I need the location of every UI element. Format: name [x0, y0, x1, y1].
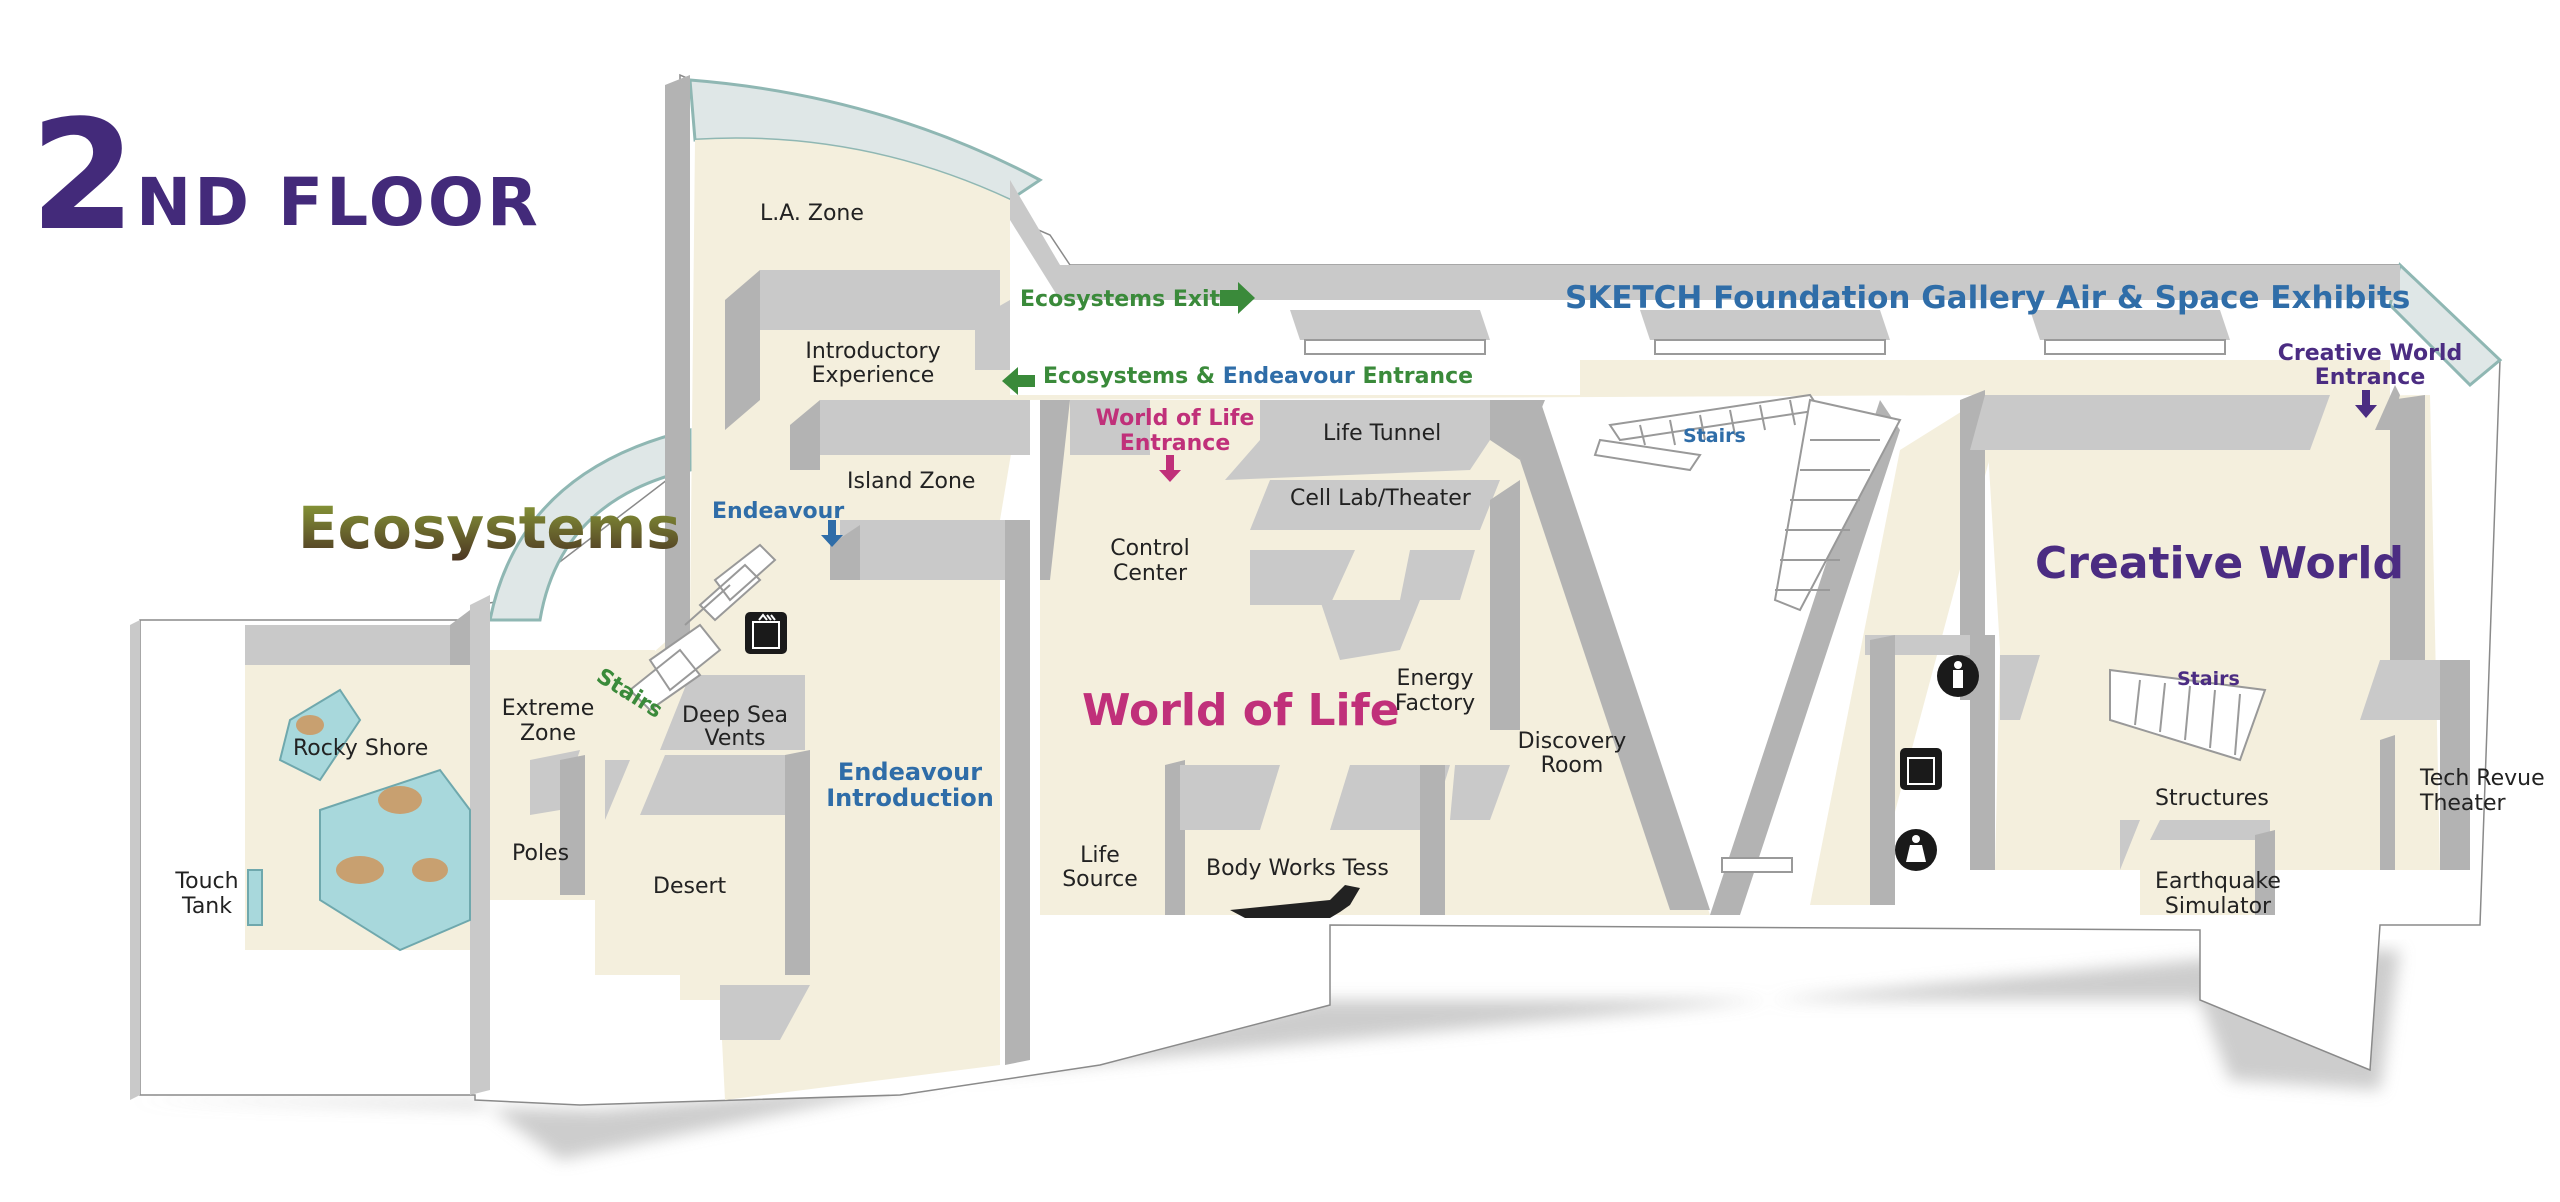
labels: L.A. Zone Introductory Experience Island… — [174, 201, 2544, 919]
control-center-line2: Center — [1113, 561, 1188, 586]
floor-title: 2 ND FLOOR — [30, 87, 541, 264]
ecosystems-exit-label: Ecosystems Exit — [1020, 287, 1221, 312]
deep-sea-line2: Vents — [705, 726, 766, 751]
world-of-life-label: World of Life — [1082, 685, 1400, 736]
island-zone-label: Island Zone — [847, 469, 975, 494]
floor-number: 2 — [30, 87, 136, 264]
endeavour-label: Endeavour — [712, 499, 844, 524]
entrance-part-c: Entrance — [1355, 364, 1473, 389]
stairs-purple-label: Stairs — [2177, 668, 2240, 690]
arrow-icon — [821, 282, 2377, 547]
la-zone-label: L.A. Zone — [760, 201, 864, 226]
desert-label: Desert — [653, 874, 727, 899]
deep-sea-line1: Deep Sea — [682, 703, 788, 728]
person-figure-icon — [1230, 885, 1360, 918]
endeavour-intro-line1: Endeavour — [838, 758, 982, 786]
floor-title-text: ND FLOOR — [136, 164, 541, 241]
cell-lab-label: Cell Lab/Theater — [1290, 486, 1472, 511]
energy-factory-line1: Energy — [1396, 666, 1473, 691]
eco-endeavour-entrance-label: Ecosystems & Endeavour Entrance — [1043, 364, 1473, 389]
rocky-shore-tank — [247, 688, 471, 952]
restroom-women-icon — [1895, 829, 1937, 871]
walls — [130, 75, 2470, 1100]
rocky-shore-label: Rocky Shore — [293, 736, 428, 761]
extreme-zone-line1: Extreme — [502, 696, 595, 721]
discovery-room-line1: Discovery — [1518, 729, 1627, 754]
tech-revue-line2: Theater — [2419, 791, 2507, 816]
earthquake-line1: Earthquake — [2155, 869, 2281, 894]
touch-tank-line2: Tank — [181, 894, 232, 919]
structures-label: Structures — [2155, 786, 2269, 811]
energy-factory-line2: Factory — [1395, 691, 1475, 716]
railings — [1304, 339, 2226, 873]
life-source-line2: Source — [1062, 867, 1138, 892]
cw-entrance-line2: Entrance — [2315, 365, 2426, 390]
sketch-gallery-label: SKETCH Foundation Gallery Air & Space Ex… — [1565, 280, 2410, 316]
touch-tank-line1: Touch — [174, 869, 238, 894]
intro-exp-line2: Experience — [812, 363, 935, 388]
intro-exp-line1: Introductory — [805, 339, 940, 364]
ecosystems-label: Ecosystems — [298, 494, 681, 562]
entrance-part-a: Ecosystems & — [1043, 364, 1223, 389]
elevator-icon — [745, 612, 787, 654]
wol-entrance-line1: World of Life — [1096, 406, 1255, 431]
life-tunnel-label: Life Tunnel — [1323, 421, 1441, 446]
stairs-blue-label: Stairs — [1683, 425, 1746, 447]
cw-entrance-line1: Creative World — [2278, 341, 2462, 366]
life-source-line1: Life — [1080, 843, 1120, 868]
tech-revue-line1: Tech Revue — [2419, 766, 2545, 791]
discovery-room-line2: Room — [1541, 753, 1604, 778]
building-shadow — [130, 950, 2400, 1160]
elevator-icon-2 — [1900, 748, 1942, 790]
poles-label: Poles — [512, 841, 569, 866]
body-works-label: Body Works Tess — [1206, 856, 1389, 881]
stairs-drawings — [628, 393, 2267, 762]
zone-floors — [245, 138, 2440, 1100]
restroom-men-icon — [1937, 655, 1979, 697]
endeavour-intro-line2: Introduction — [826, 784, 994, 812]
wol-entrance-line2: Entrance — [1120, 431, 1231, 456]
creative-world-label: Creative World — [2035, 538, 2404, 589]
entrance-part-b: Endeavour — [1223, 364, 1355, 389]
earthquake-line2: Simulator — [2165, 894, 2272, 919]
extreme-zone-line2: Zone — [520, 721, 576, 746]
control-center-line1: Control — [1110, 536, 1190, 561]
